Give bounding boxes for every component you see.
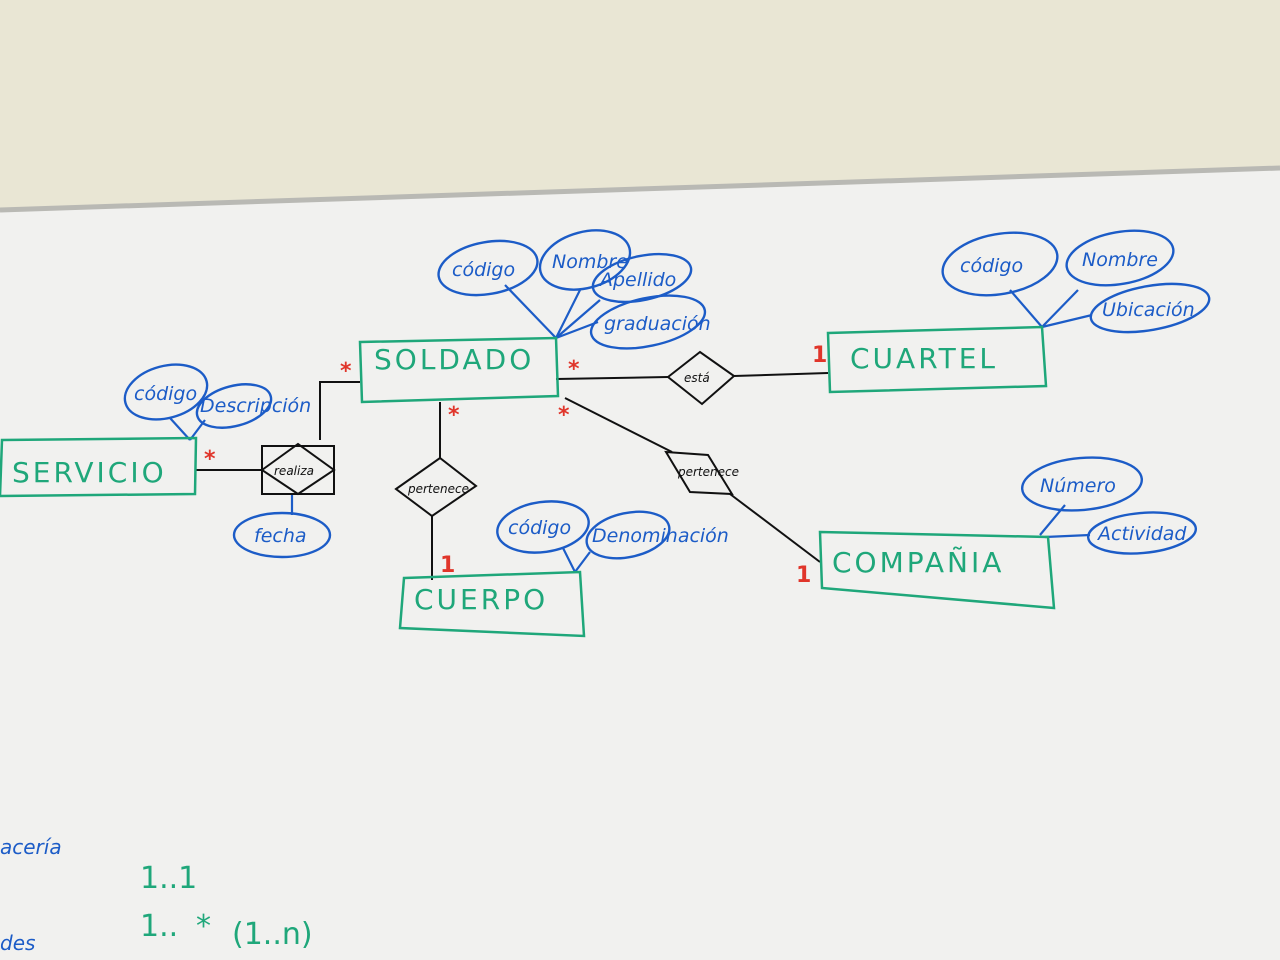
partial-text-top: acería — [0, 835, 62, 859]
card-soldado-servicio: * — [340, 359, 352, 384]
cuartel-attr-nombre: Nombre — [1082, 249, 1158, 271]
entity-soldado-label: SOLDADO — [374, 343, 534, 376]
soldado-attr-apellido: Apellido — [598, 269, 676, 291]
entity-compania: COMPAÑIA — [818, 530, 1056, 610]
cuartel-attr-codigo: código — [960, 255, 1023, 277]
legend-line-2a: 1.. — [140, 909, 178, 944]
entity-servicio-label: SERVICIO — [12, 456, 167, 489]
relationship-realiza: realiza — [260, 442, 336, 496]
legend-line-2b: * — [196, 909, 211, 944]
relationship-pertenece-compania: pertenece — [664, 450, 739, 496]
compania-attr-actividad: Actividad — [1096, 523, 1187, 545]
servicio-attr-fecha: fecha — [254, 525, 307, 547]
entity-soldado: SOLDADO — [358, 336, 560, 404]
card-soldado-cuartel: * — [568, 357, 580, 382]
cardinalities: * * * 1 * 1 * 1 — [204, 343, 827, 588]
card-cuartel: 1 — [812, 343, 827, 368]
card-servicio: * — [204, 447, 216, 472]
compania-attributes: Número Actividad — [1020, 456, 1198, 555]
soldado-attributes: código Nombre Apellido graduación — [437, 229, 711, 350]
card-compania: 1 — [796, 563, 811, 588]
relationship-esta-label: está — [684, 371, 710, 385]
compania-attr-numero: Número — [1040, 475, 1116, 497]
relationship-lines — [196, 372, 829, 580]
soldado-attr-codigo: código — [452, 259, 515, 281]
relationship-pertenece-cuerpo-label: pertenece — [407, 482, 469, 496]
legend-line-2c: (1..n) — [232, 917, 313, 952]
whiteboard — [0, 168, 1280, 960]
bottom-notes: acería des 1..1 1.. * (1..n) — [0, 835, 313, 955]
whiteboard-frame — [0, 165, 1280, 213]
relationship-pertenece-compania-label: pertenece — [677, 465, 739, 479]
entity-cuartel-label: CUARTEL — [850, 342, 998, 375]
relationship-pertenece-cuerpo: pertenece — [394, 456, 478, 518]
servicio-attributes: código Descripción fecha — [123, 363, 332, 559]
card-soldado-cuerpo: * — [448, 403, 460, 428]
entity-cuerpo-label: CUERPO — [414, 583, 548, 616]
cuartel-attr-ubicacion: Ubicación — [1102, 299, 1195, 321]
cuartel-attributes: código Nombre Ubicación — [941, 229, 1211, 334]
entity-cuerpo: CUERPO — [398, 570, 586, 638]
soldado-attr-graduacion: graduación — [604, 313, 711, 335]
servicio-attr-descripcion: Descripción — [200, 395, 311, 417]
card-cuerpo: 1 — [440, 553, 455, 578]
entity-servicio: SERVICIO — [0, 436, 198, 498]
cuerpo-attributes: código Denominación — [496, 500, 729, 560]
cuerpo-attr-denominacion: Denominación — [592, 525, 729, 547]
cuerpo-attr-codigo: código — [508, 517, 571, 539]
servicio-attr-codigo: código — [134, 383, 197, 405]
relationship-esta: está — [666, 350, 736, 406]
entity-cuartel: CUARTEL — [826, 325, 1048, 394]
legend-line-1: 1..1 — [140, 861, 197, 896]
partial-text-bottom: des — [0, 931, 35, 955]
card-soldado-compania: * — [558, 403, 570, 428]
relationship-realiza-label: realiza — [274, 464, 314, 478]
entity-compania-label: COMPAÑIA — [832, 546, 1004, 579]
